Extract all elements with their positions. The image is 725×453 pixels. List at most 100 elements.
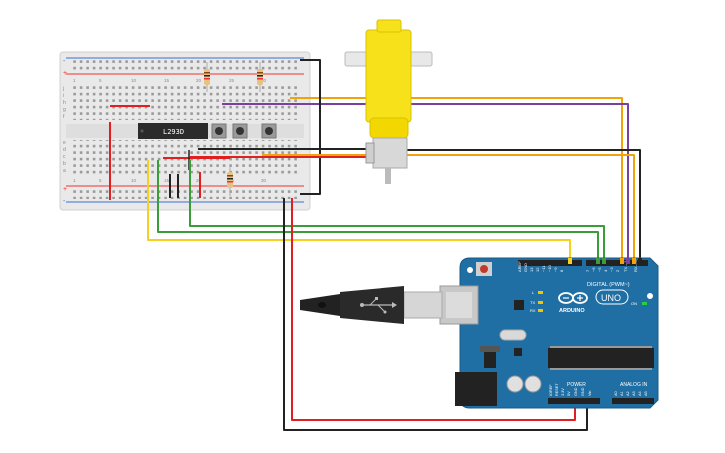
pin-gnd-digital: GND [523,263,528,272]
atmega-pins [550,346,652,370]
wire-green-outer [189,160,605,262]
push-button-3[interactable] [261,123,277,139]
rail-plus-top: + [63,70,67,77]
wire-black-gnd [283,198,588,431]
pin-aref: AREF [517,261,522,272]
pin-6: ~6 [591,267,596,272]
chip-notch [140,129,144,133]
pin-tx1: TX→1 [623,260,628,272]
pin-a1: A1 [620,391,624,396]
motor-gearbox-top [376,19,402,33]
uno-badge-text: UNO [601,293,621,303]
led-label-tx: TX [530,300,535,305]
row-letter-a: a [63,168,66,174]
pin-12: 12 [535,267,540,272]
bottom-rail-holes-1 [72,188,297,193]
pin-3v3: 3.3V [561,388,565,396]
rail-minus-bottom: - [63,198,66,205]
wire-red-5v [291,198,576,421]
pin-13: 13 [529,267,534,272]
top-rail-holes-1 [72,60,297,65]
led-tx [538,301,543,304]
dc-gear-motor [344,19,433,184]
power-header [548,398,600,404]
row-letter-j: j [62,86,64,92]
push-button-1[interactable] [211,123,227,139]
pin-a2: A2 [626,391,630,396]
usb-cable-end [318,302,326,308]
analog-label: ANALOG IN [620,382,648,388]
wire-black-rail-link [300,59,321,195]
atmega-chip [548,348,654,368]
pin-5: ~5 [597,267,602,272]
push-button-2[interactable] [232,123,248,139]
motor-shaft-bottom [385,168,391,184]
motor-shaft-left [344,51,368,67]
motor-terminals [365,142,375,164]
led-rx [538,309,543,312]
col-number-1-bottom: 1 [73,178,76,183]
pin-rx0: RX←0 [633,259,638,272]
wire-green-inner [157,160,599,262]
bottom-rail-holes-2 [72,194,297,199]
uno-badge [595,289,629,305]
mount-hole-2 [647,293,653,299]
pin-a0: A0 [614,391,618,396]
col-number-25: 25 [229,78,235,83]
row-letter-b: b [63,161,66,167]
pin-11: ~11 [541,265,546,272]
arduino-uno: AREF GND 13 12 ~11 ~10 ~9 8 7 ~6 ~5 4 ~3… [300,257,659,409]
row-letter-d: d [63,147,66,153]
col-number-15-bottom: 15 [164,178,170,183]
usb-icon [360,297,397,314]
rail-plus-bottom: + [63,186,67,193]
resistor-1 [204,62,210,92]
rail-minus-top: - [63,58,66,65]
pin-8: 8 [559,269,564,272]
col-number-15: 15 [164,78,170,83]
mount-hole-1 [467,267,473,273]
pin-a4: A4 [638,391,642,396]
pin-gnd-1: GND [574,387,578,396]
voltage-regulator [484,352,496,368]
row-letter-c: c [63,154,66,160]
pin-a5: A5 [644,391,648,396]
voltage-regulator-tab [480,346,500,352]
col-number-20-bottom: 20 [196,178,202,183]
wire-yellow [147,160,571,262]
small-chip [514,348,522,356]
row-letter-i: i [63,93,64,99]
arduino-logo [558,292,588,304]
digital-header-left [518,260,582,266]
col-number-30-bottom: 30 [261,178,267,183]
led-on [642,302,647,305]
pin-ioref: IOREF [549,384,553,396]
digital-header-right [586,260,648,266]
wire-pin-caps [568,258,642,264]
pin-reset: RESET [555,383,559,396]
motor-shaft-right [409,51,433,67]
row-letter-e: e [63,140,66,146]
crystal-oscillator [499,329,527,341]
col-number-20: 20 [196,78,202,83]
pin-7: 7 [585,269,590,272]
led-l [538,291,543,294]
row-letter-g: g [63,107,66,113]
row-letter-f: f [63,114,65,120]
pin-a3: A3 [632,391,636,396]
reset-button-cap[interactable] [480,265,488,273]
pin-5v: 5V [567,391,571,396]
row-letter-h: h [63,100,66,106]
wire-purple [222,103,629,262]
col-number-30: 30 [261,78,267,83]
l293d-chip [138,123,208,139]
arduino-brand-text: ARDUINO [559,308,585,314]
motor-gearbox [365,29,412,123]
usb-cable [300,286,443,324]
usb-plug-metal [403,291,443,319]
pin-gnd-2: GND [581,387,585,396]
wire-orange-mid [262,154,635,262]
analog-header [612,398,654,404]
col-number-10-bottom: 10 [131,178,137,183]
